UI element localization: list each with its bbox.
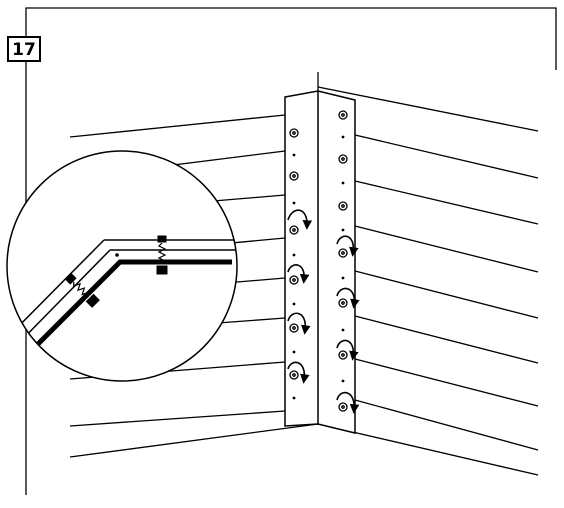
screw-icon: [289, 275, 299, 285]
screw-icon: [338, 154, 348, 164]
screw-icon: [289, 370, 299, 380]
screw-icon: [289, 171, 299, 181]
corner-post-icon: [284, 90, 356, 434]
screw-icon: [338, 110, 348, 120]
screw-icon: [338, 201, 348, 211]
rotate-arrow-icon: [336, 339, 359, 361]
rotate-arrow-icon: [287, 209, 313, 230]
right-wall-panels: [317, 72, 539, 476]
step-badge: 17: [7, 36, 41, 62]
screw-icon: [65, 273, 100, 308]
rotate-arrow-icon: [336, 235, 359, 257]
screw-icon: [338, 402, 348, 412]
rotate-arrow-icon: [287, 264, 310, 284]
rotate-arrow-icon: [287, 361, 310, 384]
screw-icon: [289, 128, 299, 138]
screw-icon: [156, 235, 168, 275]
rotate-arrow-icon: [287, 312, 311, 335]
screw-icon: [338, 248, 348, 258]
rotate-arrow-icon: [336, 391, 360, 414]
step-number: 17: [12, 40, 36, 60]
rotation-arrows: [287, 209, 360, 414]
screw-holes: [289, 110, 348, 412]
screw-icon: [338, 298, 348, 308]
pilot-dots: [292, 135, 345, 400]
rotate-arrow-icon: [336, 287, 360, 309]
magnifier-detail-icon: [6, 150, 238, 382]
screw-icon: [338, 350, 348, 360]
screw-icon: [289, 225, 299, 235]
screw-icon: [289, 323, 299, 333]
